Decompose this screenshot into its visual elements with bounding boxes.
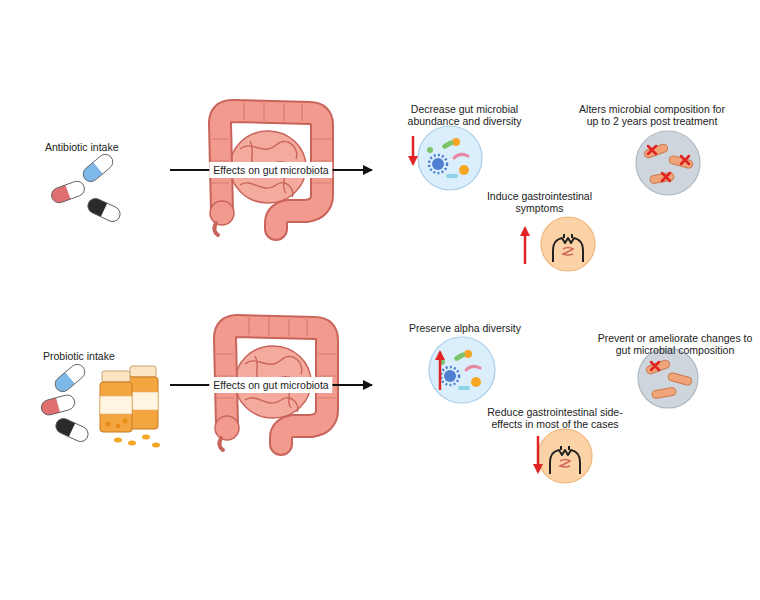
capsule-half: [69, 423, 91, 444]
capsule-outline: [49, 179, 86, 205]
effect-circle: Prevent or ameliorate changes to gut mic…: [588, 328, 758, 413]
increase-arrow: [524, 228, 527, 264]
capsule-half: [40, 393, 77, 416]
capsule-half: [49, 179, 86, 205]
capsule-red: [49, 179, 86, 205]
capsule-half: [52, 361, 88, 394]
loose-pill: [128, 441, 136, 446]
loose-pill: [152, 443, 160, 448]
effect-text: Reduce gastrointestinal side-effects in …: [480, 406, 630, 430]
bottle-cap: [130, 366, 156, 377]
probiotic-bottle: [100, 371, 132, 432]
effect-text: Induce gastrointestinal symptoms: [482, 190, 597, 214]
effect-circle-shape: [636, 131, 700, 195]
pill-dot: [106, 422, 111, 427]
capsule-half: [56, 393, 76, 412]
loose-pill: [114, 438, 122, 443]
effect-text: Decrease gut microbial abundance and div…: [402, 103, 527, 127]
capsule-outline: [52, 361, 88, 394]
capsule-black: [85, 196, 122, 224]
pill-dot: [116, 424, 121, 429]
bottle-label: [100, 396, 132, 414]
effect-circle: Induce gastrointestinal symptoms: [478, 186, 603, 276]
intake-label: Probiotic intake: [43, 350, 153, 362]
intake-label: Antibiotic intake: [45, 141, 155, 153]
effect-circle: Decrease gut microbial abundance and div…: [372, 100, 555, 192]
capsule-blue: [80, 151, 116, 184]
decrease-arrow: [412, 136, 415, 164]
capsule-outline: [40, 393, 77, 416]
capsule-outline: [85, 196, 122, 224]
capsule-half: [53, 416, 90, 444]
capsule-outline: [80, 151, 116, 184]
effect-circle: Alters microbial composition for up to 2…: [565, 98, 740, 198]
capsule-black: [53, 416, 90, 444]
effect-circle-shape: [541, 217, 595, 271]
effect-circle-shape: [429, 337, 495, 403]
effect-circle-shape: [638, 348, 698, 408]
capsule-half: [80, 151, 116, 184]
capsule-red: [40, 393, 77, 416]
edge-label: Effects on gut microbiota: [209, 377, 332, 393]
capsule-outline: [53, 416, 90, 444]
loose-pill: [142, 435, 150, 440]
effect-circle: Preserve alpha diversity: [372, 318, 537, 408]
effect-text: Prevent or ameliorate changes to gut mic…: [594, 332, 756, 356]
intake-group: Antibiotic intake: [35, 138, 170, 228]
bottle-cap: [102, 371, 130, 382]
capsule-half: [85, 196, 122, 224]
effect-circle-shape: [418, 126, 482, 190]
intake-group: Probiotic intake: [35, 348, 170, 448]
edge-label: Effects on gut microbiota: [209, 162, 332, 178]
capsule-half: [101, 203, 123, 224]
capsule-half: [65, 179, 86, 199]
pill-dot: [123, 419, 128, 424]
effect-circle: Reduce gastrointestinal side-effects in …: [475, 403, 635, 486]
bottle-body: [100, 382, 132, 432]
effect-text: Preserve alpha diversity: [395, 322, 535, 334]
effect-circle-shape: [538, 429, 592, 483]
capsule-blue: [52, 361, 88, 394]
effect-text: Alters microbial composition for up to 2…: [573, 103, 731, 127]
